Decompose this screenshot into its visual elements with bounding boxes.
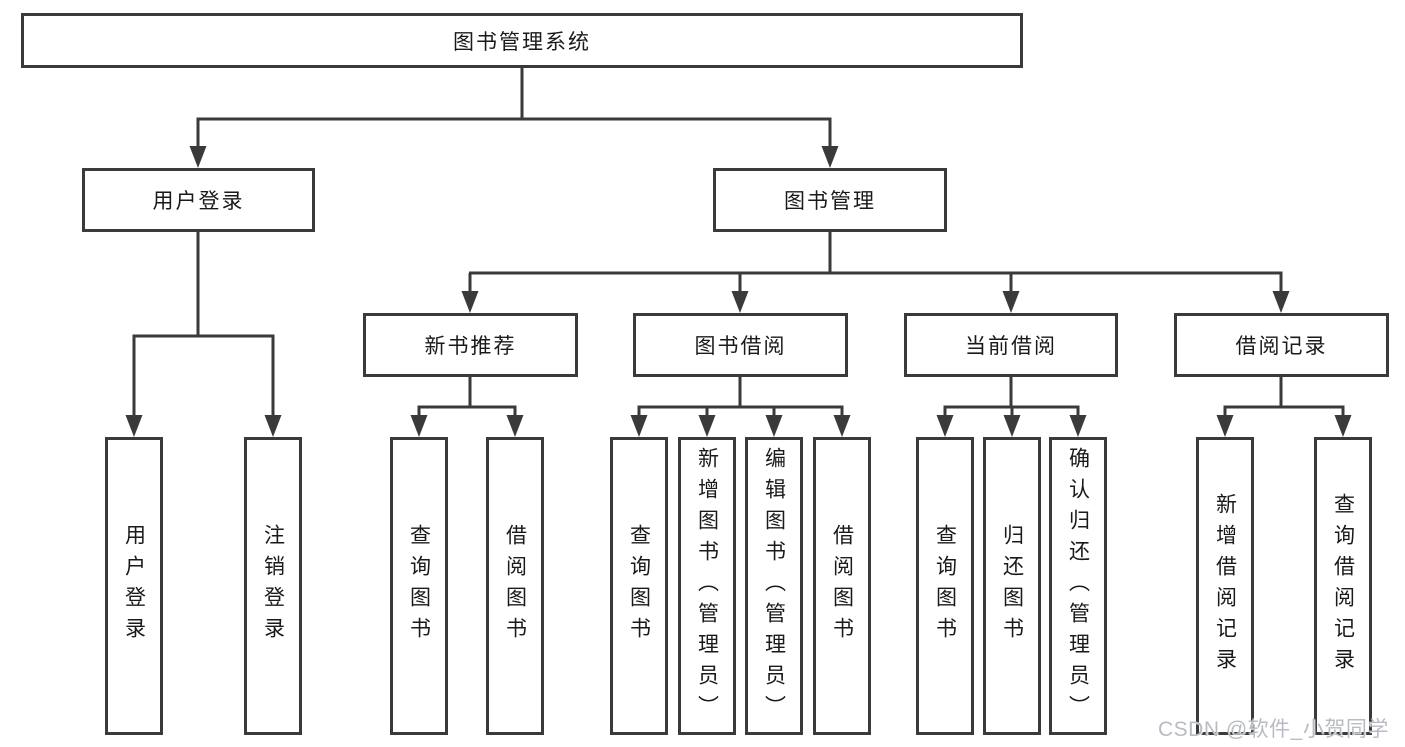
node-label: 图书管理	[784, 190, 876, 213]
node-label: 图书管理系统	[453, 30, 591, 54]
node-label: 新增借阅记录	[1213, 493, 1237, 679]
node-label: 当前借阅	[965, 335, 1057, 358]
node-current-borrowing: 当前借阅	[904, 313, 1118, 377]
node-label: 借阅记录	[1235, 335, 1328, 358]
leaf-query-borrow-record: 查询借阅记录	[1314, 437, 1372, 735]
watermark: CSDN @软件_小贺同学	[1158, 718, 1389, 741]
leaf-confirm-return-admin: 确认归还（管理员）	[1049, 437, 1107, 735]
node-label: 新书推荐	[424, 335, 517, 358]
leaf-edit-book-admin: 编辑图书（管理员）	[745, 437, 803, 735]
node-user-login: 用户登录	[82, 168, 315, 232]
leaf-borrow-books: 借阅图书	[813, 437, 871, 735]
node-label: 查询图书	[933, 524, 957, 648]
leaf-query-books-recommend: 查询图书	[390, 437, 448, 735]
node-label: 查询图书	[627, 524, 651, 648]
node-label: 新增图书（管理员）	[695, 446, 719, 726]
leaf-add-borrow-record: 新增借阅记录	[1196, 437, 1254, 735]
leaf-return-book: 归还图书	[983, 437, 1041, 735]
node-label: 用户登录	[152, 190, 245, 213]
node-borrowing-records: 借阅记录	[1174, 313, 1389, 377]
node-label: 借阅图书	[503, 524, 527, 648]
node-label: 查询图书	[407, 524, 431, 648]
node-label: 查询借阅记录	[1331, 493, 1355, 679]
node-label: 图书借阅	[694, 335, 787, 358]
node-book-borrowing: 图书借阅	[633, 313, 848, 377]
leaf-logout: 注销登录	[244, 437, 302, 735]
node-label: 编辑图书（管理员）	[762, 446, 786, 726]
node-label: 注销登录	[261, 524, 285, 648]
leaf-user-login: 用户登录	[105, 437, 163, 735]
node-label: 用户登录	[122, 524, 146, 648]
leaf-add-book-admin: 新增图书（管理员）	[678, 437, 736, 735]
leaf-query-books-borrow: 查询图书	[610, 437, 668, 735]
leaf-query-books-current: 查询图书	[916, 437, 974, 735]
node-new-book-recommendation: 新书推荐	[363, 313, 578, 377]
node-book-management: 图书管理	[713, 168, 947, 232]
leaf-borrow-books-recommend: 借阅图书	[486, 437, 544, 735]
node-library-management-system: 图书管理系统	[21, 13, 1023, 68]
node-label: 确认归还（管理员）	[1066, 446, 1090, 726]
node-label: 归还图书	[1000, 524, 1024, 648]
node-label: 借阅图书	[830, 524, 854, 648]
